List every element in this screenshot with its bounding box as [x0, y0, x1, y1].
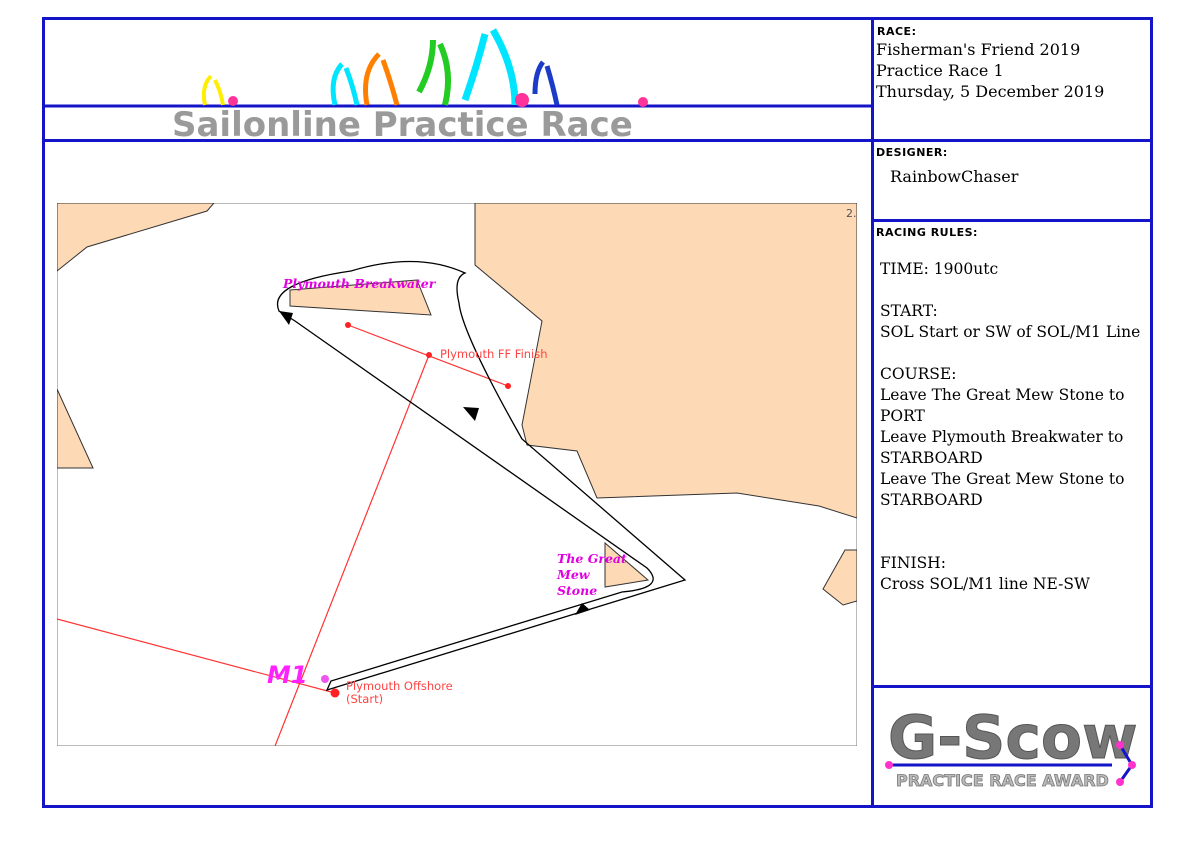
rules-course-line: STARBOARD [880, 491, 983, 509]
racing-rules-text: TIME: 1900utc START: SOL Start or SW of … [880, 259, 1148, 595]
rules-course-heading: COURSE: [880, 365, 957, 383]
award-mark-3-icon [1128, 761, 1136, 769]
race-date: Thursday, 5 December 2019 [876, 82, 1105, 101]
race-subtitle: Practice Race 1 [876, 61, 1004, 80]
course-arrow-2-icon [463, 407, 479, 421]
cyan-sail-2-icon [461, 28, 519, 106]
mew-stone-label-2: Mew [556, 567, 591, 582]
award-logo-text: G-Scow [888, 703, 1138, 773]
award-mark-1-icon [885, 761, 893, 769]
land-east-point [822, 549, 857, 606]
m1-mark-icon [321, 675, 329, 683]
rules-course-line: STARBOARD [880, 449, 983, 467]
land-northeast [474, 203, 857, 519]
cyan-sail-icon [330, 62, 360, 106]
rules-finish-heading: FINISH: [880, 554, 946, 572]
course-arrow-1-icon [279, 311, 293, 325]
start-mark-icon [330, 688, 340, 698]
rules-course-line: Leave The Great Mew Stone to [880, 386, 1125, 404]
award-frame [871, 685, 1153, 808]
designer-label: DESIGNER: [876, 146, 948, 159]
rules-course-line: PORT [880, 407, 925, 425]
start-mark-label-2: (Start) [346, 692, 383, 706]
course-arrow-3-icon [575, 603, 590, 615]
rules-course-line: Leave The Great Mew Stone to [880, 470, 1125, 488]
finish-mark-east-icon [505, 383, 511, 389]
banner-mark-1-icon [228, 96, 238, 106]
rules-course-line: Leave Plymouth Breakwater to [880, 428, 1124, 446]
blue-sail-icon [532, 60, 560, 106]
banner-mark-2-icon [515, 93, 529, 107]
award-mark-4-icon [1116, 778, 1124, 786]
race-label: RACE: [877, 25, 917, 38]
award-subtitle: PRACTICE RACE AWARD [896, 771, 1109, 790]
racing-rules-label: RACING RULES: [876, 226, 978, 239]
finish-mark-west-icon [345, 322, 351, 328]
finish-mark-center-icon [426, 352, 432, 358]
award-mark-2-icon [1116, 741, 1124, 749]
start-mark-label-1: Plymouth Offshore [346, 679, 453, 693]
land-west [57, 388, 94, 469]
orange-sail-icon [363, 52, 400, 106]
course-route [276, 260, 687, 692]
map-corner-label: 2. [846, 207, 857, 220]
rules-start-heading: START: [880, 302, 938, 320]
rules-finish-text: Cross SOL/M1 line NE-SW [880, 575, 1090, 593]
m1-label: M1 [267, 661, 308, 689]
green-sail-icon [416, 39, 452, 106]
banner-logo: Sailonline Practice Race [45, 28, 871, 139]
designer-name: RainbowChaser [890, 167, 1019, 186]
race-name: Fisherman's Friend 2019 [876, 40, 1081, 59]
yellow-sail-icon [201, 74, 225, 106]
m1-bearing-line [274, 354, 430, 746]
mew-stone-label-3: Stone [557, 583, 597, 598]
banner-mark-3-icon [638, 97, 648, 107]
land-northwest [57, 203, 215, 272]
mew-stone-label-1: The Great [557, 551, 627, 566]
banner-title: Sailonline Practice Race [172, 105, 633, 139]
rules-time: TIME: 1900utc [880, 260, 999, 278]
rules-start-text: SOL Start or SW of SOL/M1 Line [880, 323, 1141, 341]
start-line [57, 618, 336, 694]
land-mew-stone [604, 541, 650, 588]
g-scow-award-logo: G-Scow PRACTICE RACE AWARD [885, 703, 1138, 790]
finish-mark-label: Plymouth FF Finish [440, 347, 548, 361]
course-map: 2. Plymouth Breakwater The Great Mew Sto… [57, 203, 857, 746]
breakwater-label: Plymouth Breakwater [282, 276, 437, 291]
land-breakwater [289, 279, 432, 316]
